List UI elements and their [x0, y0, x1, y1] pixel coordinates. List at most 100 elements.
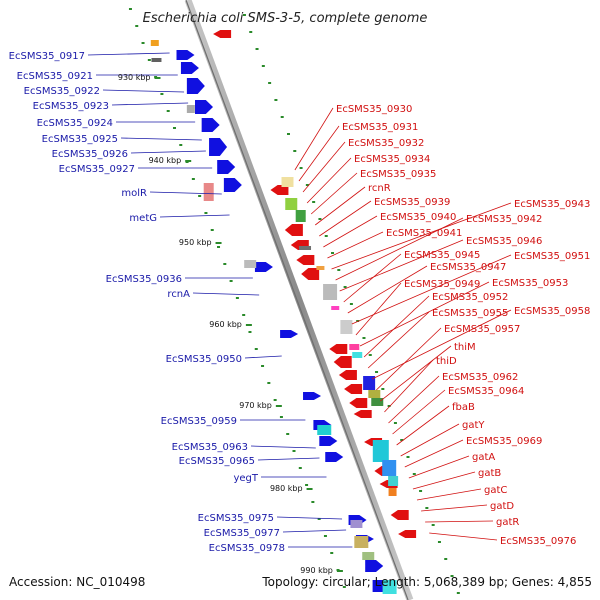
tick-mark-inner: [267, 382, 271, 384]
tick-mark-inner: [242, 314, 246, 316]
tick-mark-outer: [261, 65, 265, 67]
forward-gene-arrow: [325, 452, 344, 462]
feature-block: [340, 320, 353, 334]
tick-mark-outer: [299, 167, 303, 169]
leader-line-left: [111, 102, 189, 106]
reverse-gene-arrow: [349, 398, 368, 408]
tick-mark-inner: [323, 535, 327, 537]
forward-gene-arrow: [303, 392, 322, 400]
reverse-gene-arrow: [344, 384, 363, 394]
gene-label-left: EcSMS35_0921: [17, 71, 93, 82]
leader-line-right: [363, 295, 430, 358]
gene-label-left: EcSMS35_0975: [198, 513, 274, 524]
feature-block: [316, 266, 325, 270]
tick-mark-outer: [293, 150, 297, 152]
gene-label-right: EcSMS35_0930: [336, 104, 412, 115]
leader-line-left: [192, 292, 260, 296]
tick-mark-outer: [255, 48, 259, 50]
tick-mark-inner: [217, 246, 221, 248]
scale-label: 990 kbp: [300, 566, 333, 575]
gene-label-left: EcSMS35_0922: [24, 86, 100, 97]
feature-block: [382, 580, 397, 594]
feature-block: [331, 306, 340, 310]
tick-mark-outer: [274, 99, 278, 101]
leader-line-right: [429, 532, 498, 541]
feature-block: [368, 390, 381, 398]
gene-label-left: EcSMS35_0978: [209, 543, 285, 554]
feature-block: [371, 398, 384, 406]
leader-line-left: [120, 137, 202, 141]
tick-mark-outer: [286, 133, 290, 135]
leader-line-right: [302, 141, 346, 193]
reverse-gene-arrow: [213, 30, 232, 38]
gene-label-left: EcSMS35_0963: [172, 442, 248, 453]
tick-mark-inner: [141, 42, 145, 44]
leader-line-right: [376, 327, 442, 391]
tick-mark-inner: [179, 144, 183, 146]
tick-mark-inner: [160, 93, 164, 95]
tick-mark-outer: [419, 490, 423, 492]
leader-line-right: [335, 217, 464, 281]
leader-line-left: [250, 445, 316, 449]
scale-label: 950 kbp: [179, 238, 212, 247]
tick-mark-outer: [331, 252, 335, 254]
forward-gene-arrow: [365, 560, 384, 572]
gene-label-left: EcSMS35_0950: [166, 354, 242, 365]
gene-label-right: EcSMS35_0962: [442, 372, 518, 383]
leader-line-right: [347, 265, 428, 314]
tick-mark-inner: [254, 348, 258, 350]
map-title: Escherichia coli SMS-3-5, complete genom…: [143, 11, 428, 26]
gene-label-left: EcSMS35_0965: [179, 456, 255, 467]
tick-mark-inner: [210, 229, 214, 231]
gene-label-left: yegT: [233, 473, 258, 484]
feature-block: [244, 260, 257, 268]
tick-mark-inner: [135, 25, 139, 27]
tick-mark-inner: [248, 331, 252, 333]
reverse-gene-arrow: [284, 224, 303, 236]
leader-line-right: [331, 202, 512, 270]
tick-mark-outer: [362, 337, 366, 339]
forward-gene-arrow: [186, 78, 205, 94]
gene-label-right: EcSMS35_0945: [404, 250, 480, 261]
scale-tick: [154, 77, 161, 79]
tick-mark-inner: [204, 212, 208, 214]
tick-mark-outer: [425, 507, 429, 509]
feature-block: [203, 183, 214, 201]
tick-mark-outer: [312, 201, 316, 203]
tick-mark-inner: [279, 416, 283, 418]
leader-line-left: [244, 355, 282, 359]
tick-mark-inner: [166, 110, 170, 112]
tick-mark-inner: [198, 195, 202, 197]
forward-gene-arrow: [223, 178, 242, 192]
gene-label-right: EcSMS35_0935: [360, 169, 436, 180]
accession-text: Accession: NC_010498: [9, 575, 145, 589]
tick-mark-inner: [298, 467, 302, 469]
tick-mark-outer: [324, 235, 328, 237]
forward-gene-arrow: [176, 50, 195, 60]
tick-mark-outer: [387, 405, 391, 407]
forward-gene-arrow: [319, 436, 338, 446]
tick-mark-inner: [191, 178, 195, 180]
feature-layer: [128, 0, 460, 600]
feature-block: [323, 284, 338, 300]
tick-mark-outer: [412, 473, 416, 475]
leader-line-left: [87, 52, 170, 56]
reverse-gene-arrow: [353, 410, 372, 418]
tick-mark-inner: [172, 127, 176, 129]
gene-label-right: fbaB: [452, 402, 475, 413]
tick-mark-outer: [368, 354, 372, 356]
tick-mark-inner: [342, 586, 346, 588]
forward-gene-arrow: [195, 100, 213, 114]
leader-line-right: [400, 423, 460, 457]
leader-line-right: [355, 282, 402, 336]
leader-line-right: [327, 231, 384, 259]
scale-label: 960 kbp: [209, 320, 242, 329]
tick-mark-inner: [223, 263, 227, 265]
leader-line-right: [315, 186, 366, 226]
feature-block: [299, 246, 312, 250]
gene-label-right: EcSMS35_0964: [448, 386, 524, 397]
tick-mark-outer: [242, 14, 246, 16]
gene-label-right: EcSMS35_0942: [466, 214, 542, 225]
